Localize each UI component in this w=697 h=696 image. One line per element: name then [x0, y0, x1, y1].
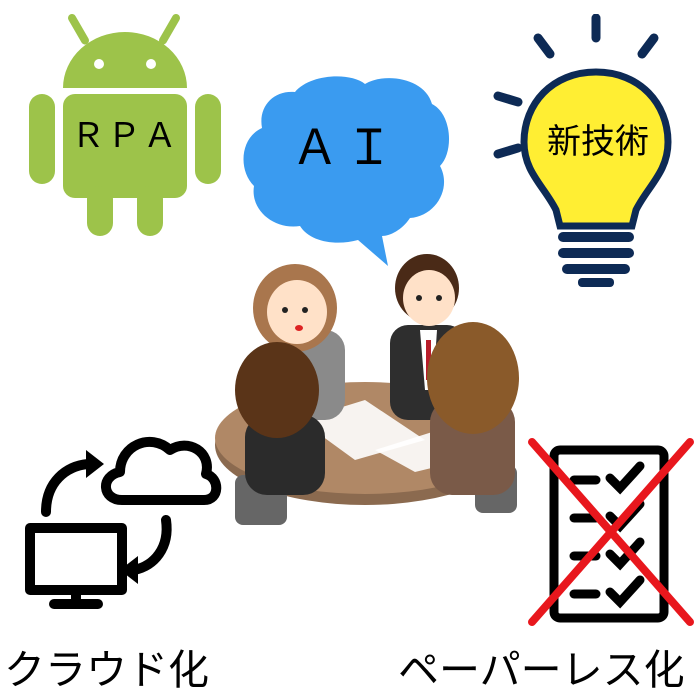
checklist-document-icon [528, 438, 694, 626]
ai-brain: ＡＩ [240, 70, 455, 270]
cloud-caption: クラウド化 [4, 646, 209, 694]
new-tech-label: 新技術 [547, 122, 649, 162]
cross-out-icon [528, 438, 694, 626]
cloud-sync [22, 420, 222, 610]
paperless-caption: ペーパーレス化 [398, 646, 685, 694]
ai-label: ＡＩ [290, 120, 399, 176]
rpa-label: ＲＰＡ [71, 116, 179, 156]
rpa-robot: ＲＰＡ [25, 10, 225, 240]
brain-speech-bubble-icon [243, 76, 450, 266]
light-bulb-icon [493, 14, 672, 287]
cloud-sync-icon [25, 436, 222, 609]
android-robot-icon [29, 14, 221, 236]
meeting-scene [205, 250, 535, 550]
paperless [518, 430, 697, 630]
new-tech-bulb: 新技術 [488, 14, 697, 290]
meeting-people-image [215, 254, 519, 525]
